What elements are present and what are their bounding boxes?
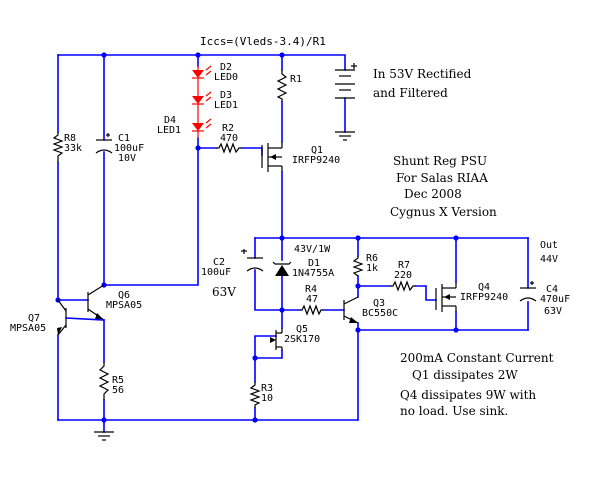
title-line-2: For Salas RIAA — [396, 171, 488, 185]
cc-note-2: Q1 dissipates 2W — [412, 368, 518, 382]
q4-value: IRFP9240 — [460, 292, 508, 303]
d4-value: LED1 — [157, 125, 181, 136]
resistor-r1 — [276, 70, 288, 102]
r3-value: 10 — [261, 393, 273, 404]
q5-value: 2SK170 — [284, 334, 320, 345]
d3-ref: D3 — [220, 90, 232, 101]
q1-value: IRFP9240 — [292, 155, 340, 166]
resistor-r3 — [249, 382, 261, 408]
d4-ref: D4 — [164, 115, 176, 126]
resistor-r6 — [352, 256, 364, 277]
d2-ref: D2 — [220, 62, 232, 73]
c1-value: 100uF — [114, 143, 144, 154]
supply-note-2: and Filtered — [373, 86, 448, 100]
q7-ref: Q7 — [28, 313, 40, 324]
cc-note-1: 200mA Constant Current — [400, 351, 554, 365]
c4-voltage: 63V — [544, 306, 562, 317]
r4-ref: R4 — [305, 284, 317, 295]
c2-value: 100uF — [201, 267, 231, 278]
led-d3 — [192, 88, 212, 116]
d1-ref: D1 — [308, 258, 320, 269]
q4-ref: Q4 — [478, 282, 490, 293]
out-label: Out — [540, 240, 558, 251]
out-voltage: 44V — [540, 254, 558, 265]
c1-voltage: 10V — [118, 153, 136, 164]
zener-voltage: 43V/1W — [294, 244, 331, 255]
zener-diode-d1 — [272, 261, 292, 276]
formula-label: Iccs=(Vleds-3.4)/R1 — [200, 35, 326, 48]
r7-ref: R7 — [398, 260, 410, 271]
r2-ref: R2 — [222, 123, 234, 134]
resistor-r7 — [390, 280, 416, 292]
d1-value: 1N4755A — [292, 268, 334, 279]
led-d4 — [192, 116, 212, 138]
r8-ref: R8 — [64, 133, 76, 144]
r4-value: 47 — [306, 294, 318, 305]
r8-value: 33k — [64, 143, 82, 154]
q1-ref: Q1 — [311, 145, 323, 156]
resistor-r4 — [300, 304, 323, 316]
c2-voltage: 63V — [212, 285, 236, 299]
bjt-q3 — [343, 296, 359, 324]
c2-ref: C2 — [213, 257, 225, 268]
r6-ref: R6 — [366, 253, 378, 264]
resistor-r5 — [98, 362, 110, 400]
c4-ref: C4 — [546, 284, 558, 295]
r5-ref: R5 — [112, 375, 124, 386]
mosfet-q1 — [261, 142, 283, 172]
c1-ref: C1 — [118, 133, 130, 144]
q7-value: MPSA05 — [10, 323, 46, 334]
bjt-q7 — [57, 299, 105, 336]
title-line-1: Shunt Reg PSU — [393, 154, 487, 168]
q3-ref: Q3 — [373, 298, 385, 309]
q5-ref: Q5 — [296, 324, 308, 335]
resistor-r8 — [52, 132, 64, 162]
r3-ref: R3 — [261, 383, 273, 394]
battery-symbol — [335, 63, 357, 99]
r5-value: 56 — [112, 385, 124, 396]
ground-icon — [335, 131, 355, 141]
capacitor-c1 — [95, 133, 113, 154]
d2-value: LED0 — [214, 72, 238, 83]
jfet-q5 — [270, 328, 283, 350]
ground-icon — [94, 431, 114, 441]
r1-ref: R1 — [290, 74, 302, 85]
c4-value: 470uF — [540, 294, 570, 305]
q3-value: BC550C — [362, 308, 398, 319]
date-label: Dec 2008 — [404, 187, 462, 201]
bjt-q6 — [87, 284, 105, 321]
q4-note-1: Q4 dissipates 9W with — [400, 388, 536, 402]
r7-value: 220 — [394, 270, 412, 281]
supply-note-1: In 53V Rectified — [373, 67, 472, 81]
q6-value: MPSA05 — [106, 300, 142, 311]
d3-value: LED1 — [214, 100, 238, 111]
capacitor-c4 — [519, 281, 537, 302]
q6-ref: Q6 — [118, 290, 130, 301]
capacitor-c2 — [241, 249, 264, 272]
q4-note-2: no load. Use sink. — [400, 404, 508, 418]
r6-value: 1k — [366, 263, 378, 274]
version-label: Cygnus X Version — [390, 205, 497, 219]
r2-value: 470 — [220, 133, 238, 144]
mosfet-q4 — [435, 282, 457, 312]
resistor-r2 — [216, 142, 242, 154]
led-d2 — [192, 65, 212, 88]
